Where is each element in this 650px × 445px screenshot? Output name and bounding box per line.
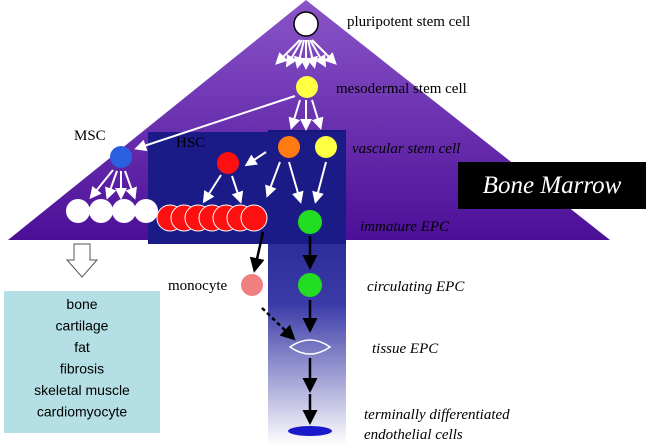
label-mesodermal: mesodermal stem cell [336,81,467,97]
red-cell-row [156,204,268,232]
vascular-cell-yellow [315,136,337,158]
circulating-epc-cell [298,273,322,297]
label-tissue-epc: tissue EPC [372,341,439,357]
arrow-to-monocyte [249,231,265,273]
label-terminal-line1: terminally differentiated [364,407,510,423]
mesodermal-cell [296,76,318,98]
immature-epc-cell [298,210,322,234]
derivative-item: cartilage [56,318,109,334]
msc-cell [110,146,132,168]
hsc-red-cell [217,152,239,174]
label-monocyte: monocyte [168,278,227,294]
label-circulating-epc: circulating EPC [367,279,465,295]
derivative-item: cardiomyocyte [37,404,127,420]
fan-arrows-top [275,39,337,70]
bone-marrow-label: Bone Marrow [483,172,622,199]
label-hsc: HSC [176,135,205,151]
derivative-outline-arrow [65,243,99,278]
monocyte-cell [241,274,263,296]
derivative-item: fat [74,339,90,355]
hsc-arrows [202,151,327,204]
msc-arrows [89,169,137,200]
bone-marrow-box [458,162,646,209]
label-msc: MSC [74,128,106,144]
label-terminal-line2: endothelial cells [364,427,463,443]
vascular-cell-orange [278,136,300,158]
label-pluripotent: pluripotent stem cell [347,14,470,30]
derivative-list: bone cartilage fat fibrosis skeletal muscle c… [34,296,130,420]
derivative-box [4,291,160,433]
tissue-epc-cell [288,339,332,355]
endothelial-cell [288,426,332,436]
msc-derived-cells [66,199,158,223]
label-vascular: vascular stem cell [352,141,460,157]
derivative-item: fibrosis [60,361,104,377]
label-immature-epc: immature EPC [360,219,450,235]
mesodermal-arrows [134,95,324,152]
derivative-item: bone [66,296,97,312]
pluripotent-cell [293,11,319,37]
derivative-item: skeletal muscle [34,382,130,398]
